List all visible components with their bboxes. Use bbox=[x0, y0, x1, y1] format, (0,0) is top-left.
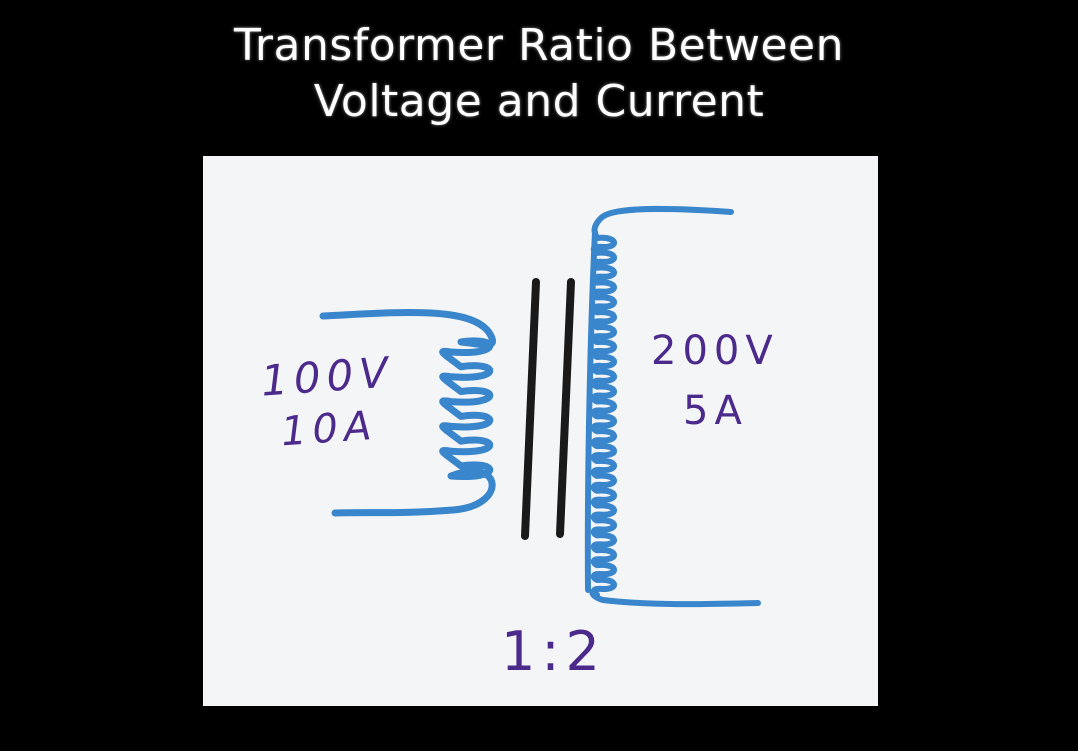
secondary-coil bbox=[584, 205, 761, 608]
secondary-voltage-label: 200V bbox=[651, 328, 779, 374]
primary-voltage-label: 100V bbox=[259, 347, 396, 406]
secondary-current-label: 5A bbox=[683, 388, 748, 434]
core-bar-left bbox=[521, 278, 540, 540]
transformer-diagram bbox=[319, 205, 761, 608]
title-line-1: Transformer Ratio Between bbox=[234, 20, 844, 71]
page-title: Transformer Ratio Between Voltage and Cu… bbox=[0, 18, 1078, 130]
primary-coil bbox=[319, 309, 496, 517]
primary-winding bbox=[319, 309, 496, 517]
whiteboard: 100V 10A 200V 5A 1:2 bbox=[203, 156, 878, 706]
primary-current-label: 10A bbox=[279, 402, 379, 456]
secondary-winding bbox=[589, 205, 761, 608]
turns-ratio-label: 1:2 bbox=[501, 620, 606, 683]
core-bar-right bbox=[556, 278, 575, 538]
title-line-2: Voltage and Current bbox=[313, 76, 765, 127]
transformer-core bbox=[521, 278, 575, 540]
secondary-spine bbox=[584, 229, 598, 593]
